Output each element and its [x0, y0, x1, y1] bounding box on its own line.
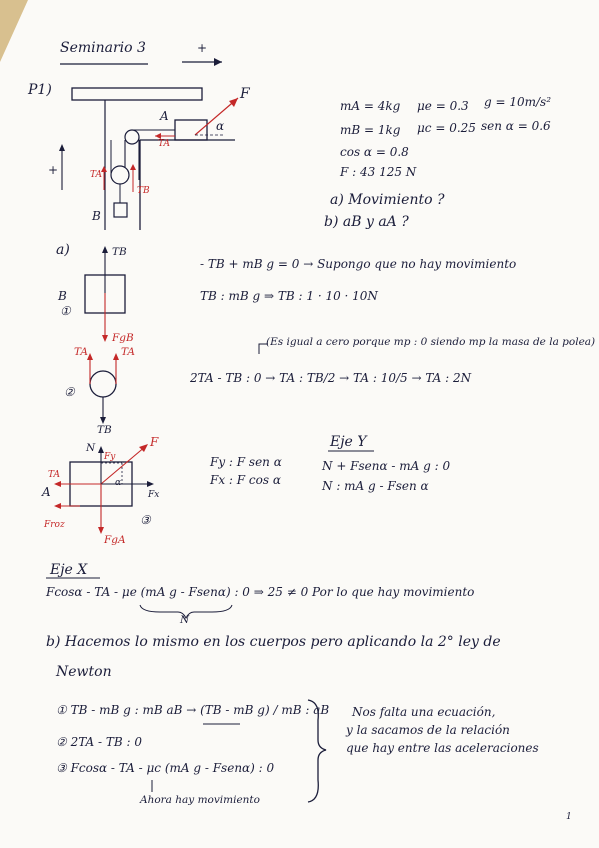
part-b-equation-3: ③ Fcosα - TA - μc (mA g - Fsenα) : 0 — [56, 761, 275, 775]
page-title: Seminario 3 — [60, 40, 146, 56]
pulley-number: ② — [64, 385, 75, 399]
part-b-note: Ahora hay movimiento — [140, 794, 260, 806]
fbd-fgb-label: FgB — [112, 332, 134, 344]
page-corner-shadow — [0, 0, 28, 62]
equation-2: TB : mB g ⇒ TB : 1 · 10 · 10N — [200, 289, 378, 303]
fbd-normal-label: N — [86, 442, 96, 454]
part-b-line-2: Newton — [56, 664, 112, 680]
eje-y-title: Eje Y — [330, 434, 367, 450]
eje-x-equation: Fcosα - TA - μe (mA g - Fsenα) : 0 ⇒ 25 … — [46, 585, 475, 599]
fbd-pulley-ta-left: TA — [74, 346, 89, 358]
brace-note-3: que hay entre las aceleraciones — [346, 741, 539, 755]
block-b-label: B — [92, 209, 101, 223]
fbd-tb-label: TB — [112, 246, 127, 258]
fbd-friction-label: Froz — [44, 520, 65, 530]
fbd-block-a-label: A — [42, 485, 51, 499]
eje-y-equation-1: N + Fsenα - mA g : 0 — [322, 459, 451, 473]
fbd-ta-label: TA — [48, 470, 61, 480]
block-a-number: ③ — [140, 513, 151, 527]
fbd-angle-label: α — [115, 478, 122, 488]
problem-label: P1) — [28, 82, 52, 98]
sin-alpha: sen α = 0.6 — [481, 119, 551, 133]
mu-e: μe = 0.3 — [417, 99, 469, 113]
angle-label: α — [216, 119, 225, 133]
mu-c: μc = 0.25 — [417, 121, 476, 135]
tension-b-label: TB — [137, 186, 150, 196]
fx-equation: Fx : F cos α — [210, 473, 281, 487]
eje-x-title: Eje X — [50, 562, 88, 578]
tension-a-label-pulley: TA — [90, 170, 103, 180]
brace-note-2: y la sacamos de la relación — [346, 723, 510, 737]
force-label: F — [240, 86, 250, 102]
part-b-line-1: b) Hacemos lo mismo en los cuerpos pero … — [46, 634, 501, 650]
fbd-fga-label: FgA — [104, 534, 126, 546]
fbd-block-b-number: ① — [60, 304, 71, 318]
mass-a: mA = 4kg — [340, 99, 401, 113]
fbd-pulley-ta-right: TA — [121, 346, 136, 358]
page-number: 1 — [566, 812, 572, 822]
force-value: F : 43 125 N — [340, 165, 417, 179]
brace-note-1: Nos falta una ecuación, — [352, 705, 496, 719]
question-b: b) aB y aA ? — [324, 214, 409, 230]
question-a: a) Movimiento ? — [330, 192, 445, 208]
fbd-block-b-label: B — [58, 289, 67, 303]
fbd-fy-label: Fy — [104, 452, 116, 462]
gravity: g = 10m/s² — [484, 95, 552, 109]
tension-a-label: TA — [158, 139, 171, 149]
eje-y-equation-2: N : mA g - Fsen α — [322, 479, 429, 493]
part-b-equation-2: ② 2TA - TB : 0 — [56, 735, 143, 749]
plus-sign: + — [48, 163, 59, 177]
fbd-force-label: F — [150, 435, 159, 449]
positive-direction-sign: + — [197, 41, 208, 55]
part-b-equation-1: ① TB - mB g : mB aB → (TB - mB g) / mB :… — [56, 703, 330, 717]
block-a-label: A — [160, 109, 169, 123]
normal-underbrace-label: N — [180, 614, 190, 626]
equation-1: - TB + mB g = 0 → Supongo que no hay mov… — [200, 257, 517, 271]
fbd-pulley-tb: TB — [97, 424, 112, 436]
pulley-note: (Es igual a cero porque mp : 0 siendo mp… — [266, 336, 596, 348]
part-a-label: a) — [56, 242, 70, 258]
fbd-fx-label: Fx — [148, 490, 160, 500]
equation-3: 2TA - TB : 0 → TA : TB/2 → TA : 10/5 → T… — [190, 371, 472, 385]
mass-b: mB = 1kg — [340, 123, 401, 137]
cos-alpha: cos α = 0.8 — [340, 145, 409, 159]
fy-equation: Fy : F sen α — [210, 455, 282, 469]
